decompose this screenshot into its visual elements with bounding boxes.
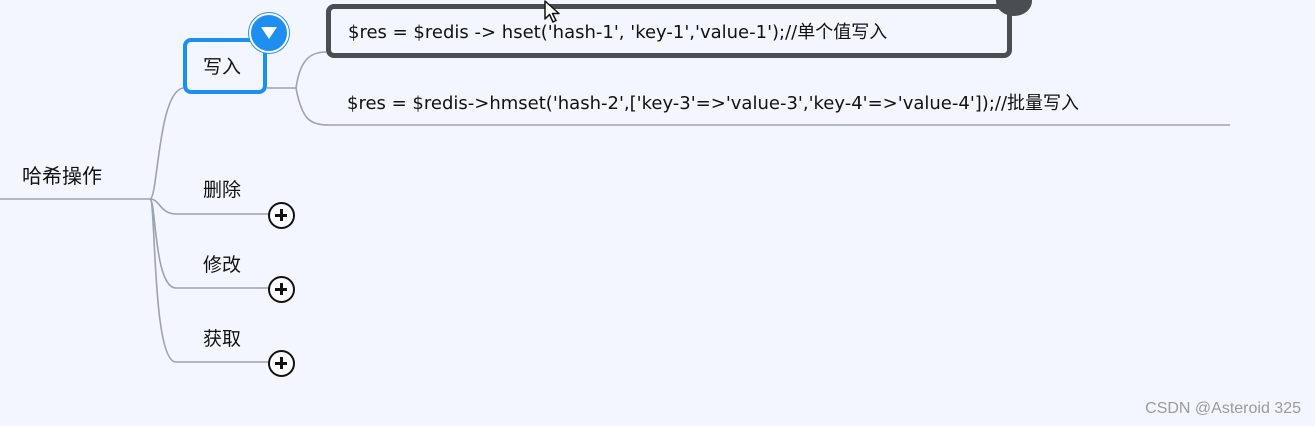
connector-root-get xyxy=(149,198,270,363)
branch-node-get[interactable]: 获取 xyxy=(203,328,242,350)
expand-delete-plus-circle-icon[interactable] xyxy=(268,202,295,229)
mouse-pointer-icon xyxy=(544,0,560,23)
code-node-hset[interactable]: $res = $redis -> hset('hash-1', 'key-1',… xyxy=(326,4,1012,58)
branch-node-delete[interactable]: 删除 xyxy=(203,179,242,201)
branch-label-write: 写入 xyxy=(203,56,242,78)
connector-write-code1 xyxy=(295,51,327,89)
expand-modify-plus-circle-icon[interactable] xyxy=(268,276,295,303)
collapse-triangle-icon xyxy=(261,27,277,39)
node-drag-handle[interactable] xyxy=(996,0,1032,16)
connector-root-delete xyxy=(149,198,270,215)
connector-write-code2 xyxy=(295,87,1230,126)
connector-root-write xyxy=(149,87,184,200)
expand-get-plus-circle-icon[interactable] xyxy=(268,350,295,377)
code-text-hset: $res = $redis -> hset('hash-1', 'key-1',… xyxy=(348,22,888,43)
watermark-text: CSDN @Asteroid 325 xyxy=(1145,400,1301,417)
collapse-toggle-button[interactable] xyxy=(249,13,289,53)
code-node-hmset[interactable]: $res = $redis->hmset('hash-2',['key-3'=>… xyxy=(347,93,1080,114)
branch-node-modify[interactable]: 修改 xyxy=(203,254,242,276)
root-node-label[interactable]: 哈希操作 xyxy=(22,164,102,188)
branch-node-write[interactable]: 写入 xyxy=(183,38,267,94)
